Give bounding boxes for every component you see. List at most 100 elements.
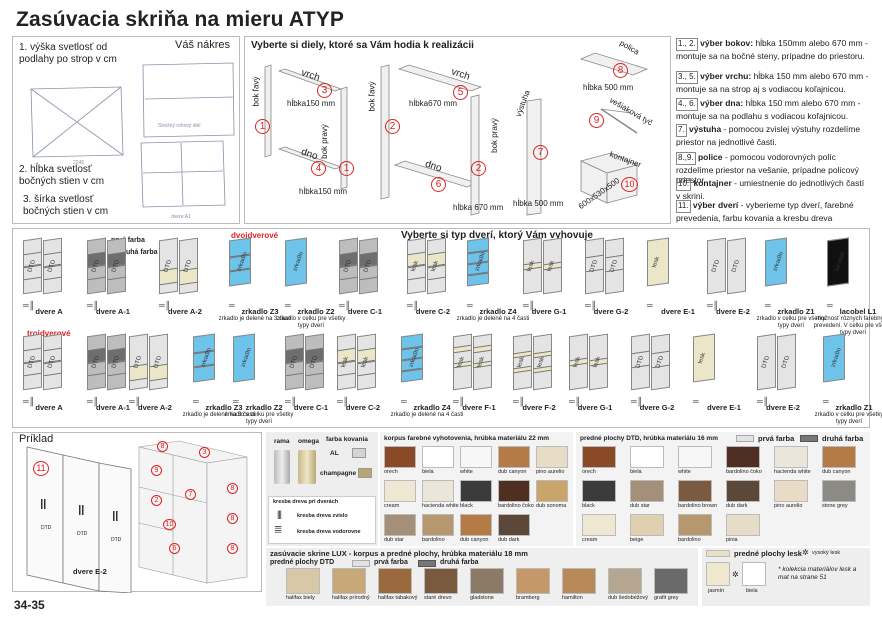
door-item[interactable]: lesk═dvere E-1 [643, 229, 703, 329]
door-label: dvere A-1 [96, 403, 130, 412]
door-panel: lesk [473, 333, 492, 391]
handle-icon: ═ [827, 301, 833, 310]
door-text: zrkadlo [830, 347, 843, 368]
farba-kovania-label: farba kovania [326, 436, 368, 443]
door-panel: DTD [359, 237, 378, 295]
door-text: lesk [546, 260, 556, 273]
lux-prva-swatch [352, 560, 370, 567]
predne-swatch [630, 446, 664, 468]
korpus-swatch [536, 446, 568, 468]
predne-swatch [774, 446, 808, 468]
korpus-panel: korpus farebné vyhotovenia, hrúbka mater… [380, 432, 573, 546]
predne-swatch [822, 446, 856, 468]
door-label: dvere E-2 [716, 307, 750, 316]
note-4: 7. výstuha - pomocou zvislej výstuhy roz… [676, 124, 861, 147]
prva-farba-label: prvá farba [111, 237, 145, 244]
example-marker-8c: 8 [227, 513, 238, 524]
example-marker-8d: 8 [227, 543, 238, 554]
lux-swatch [378, 568, 412, 594]
note-7: 11. výber dverí - vyberieme typ dverí, f… [676, 200, 854, 223]
door-panel: DTD [179, 237, 198, 295]
sketch-item-1: 1. výška svetlosť od podlahy po strop v … [19, 42, 117, 65]
kresba-vodorovne: kresba dreva vodorovne [297, 529, 361, 535]
door-panel: DTD [107, 237, 126, 295]
handle-icon: ═ [285, 301, 291, 310]
predne-label: black [582, 503, 595, 509]
example-marker-6: 6 [169, 543, 180, 554]
example-door-label: dvere E-2 [73, 567, 107, 576]
kresba-box: kresba dreva pri dverách ||| kresba drev… [268, 496, 376, 544]
korpus-label: dub sonoma [536, 503, 567, 509]
door-label: lacobel L1 [839, 307, 877, 316]
door-panel: lesk [453, 333, 472, 391]
korpus-swatch [460, 480, 492, 502]
omega-label: omega [298, 438, 319, 445]
door-panel: zrkadlo [193, 333, 215, 383]
door-panel: DTD [43, 237, 62, 295]
example-marker-8a: 8 [157, 441, 168, 452]
marker-3: 3 [317, 83, 332, 98]
korpus-label: cream [384, 503, 400, 509]
lux-label: halifax prírodný [332, 595, 370, 601]
door-label: dvere E-1 [661, 307, 695, 316]
predne-panel: predné plochy DTD, hrúbka materiálu 16 m… [576, 432, 870, 546]
door-label: dvere F-2 [522, 403, 556, 412]
door-panel: lesk [513, 333, 532, 391]
door-text: zrkadlo [772, 251, 785, 272]
korpus-swatch [460, 446, 492, 468]
door-band [468, 271, 488, 277]
predne-label: bardolino [678, 537, 701, 543]
sparkle-icon-2: ✲ [732, 570, 739, 579]
door-label: dvere F-1 [462, 403, 496, 412]
door-panel: DTD [339, 237, 358, 295]
door-panel: zrkadlo [823, 333, 845, 383]
door-panel: DTD [305, 333, 324, 391]
korpus-swatch [422, 514, 454, 536]
predne-label: biela [630, 469, 642, 475]
door-panel: DTD [285, 333, 304, 391]
handle-icon: ═ ║ [87, 397, 99, 406]
door-panel: zrkadlo [765, 237, 787, 287]
korpus-swatch [384, 480, 416, 502]
page-number: 34-35 [14, 598, 45, 612]
handle-icon: ═ ║ [757, 397, 769, 406]
sketch-panel: Váš nákres 1. výška svetlosť od podlahy … [12, 36, 240, 224]
korpus-swatch [460, 514, 492, 536]
lesk-swatch-biela [742, 562, 766, 586]
door-panel: DTD [87, 237, 106, 295]
door-item[interactable]: lesk═dvere E-1 [689, 329, 749, 429]
predne-label: pinia [726, 537, 738, 543]
door-label: dvere G-1 [531, 307, 567, 316]
door-panel: lesk [693, 333, 715, 383]
kresba-heading: kresba dreva pri dverách [273, 499, 339, 505]
predne-swatch [822, 480, 856, 502]
lux-swatch [286, 568, 320, 594]
